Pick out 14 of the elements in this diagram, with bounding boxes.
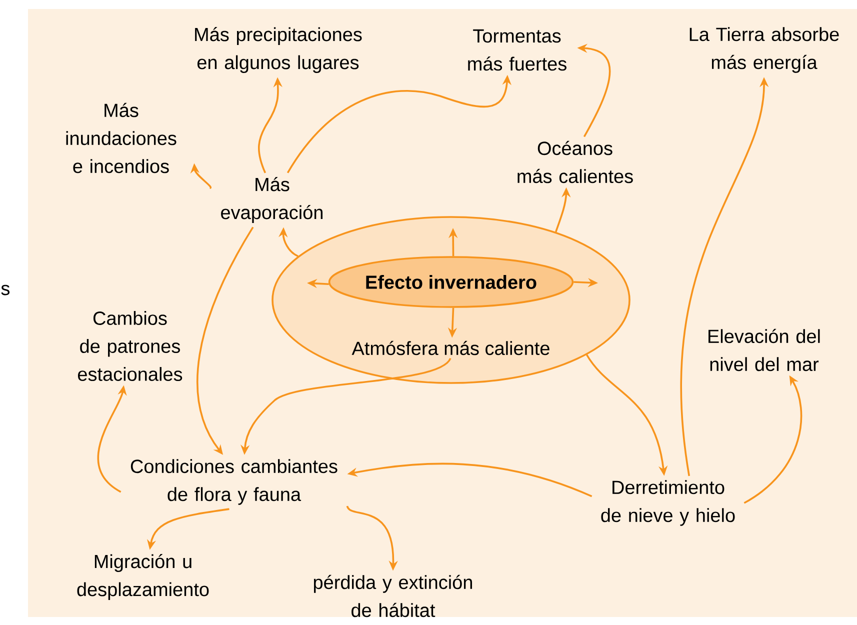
concept-text: Tormentas más fuertes (468, 29, 566, 71)
concept-text: Más inundaciones e incendios (66, 102, 176, 174)
concept-text: La Tierra absorbe más energía (690, 27, 839, 73)
concept-text: Cambios de patrones estacionales (78, 311, 182, 381)
concept-text: Más precipitaciones en algunos lugares (195, 27, 362, 73)
concept-text: Más evaporación (221, 177, 322, 223)
concept-text: Migración u desplazamiento (77, 554, 209, 600)
concept-text: Atmósfera más caliente (352, 340, 550, 356)
concept-text: Elevación del nivel del mar (708, 328, 820, 372)
cut-text: s (1, 284, 10, 296)
concept-text: Derretimiento de nieve y hielo (601, 480, 735, 526)
concept-text: pérdida y extinción de hábitat (314, 574, 472, 618)
concept-text: Condiciones cambiantes de flora y fauna (130, 459, 338, 505)
concept-text: Océanos más calientes (518, 140, 633, 184)
